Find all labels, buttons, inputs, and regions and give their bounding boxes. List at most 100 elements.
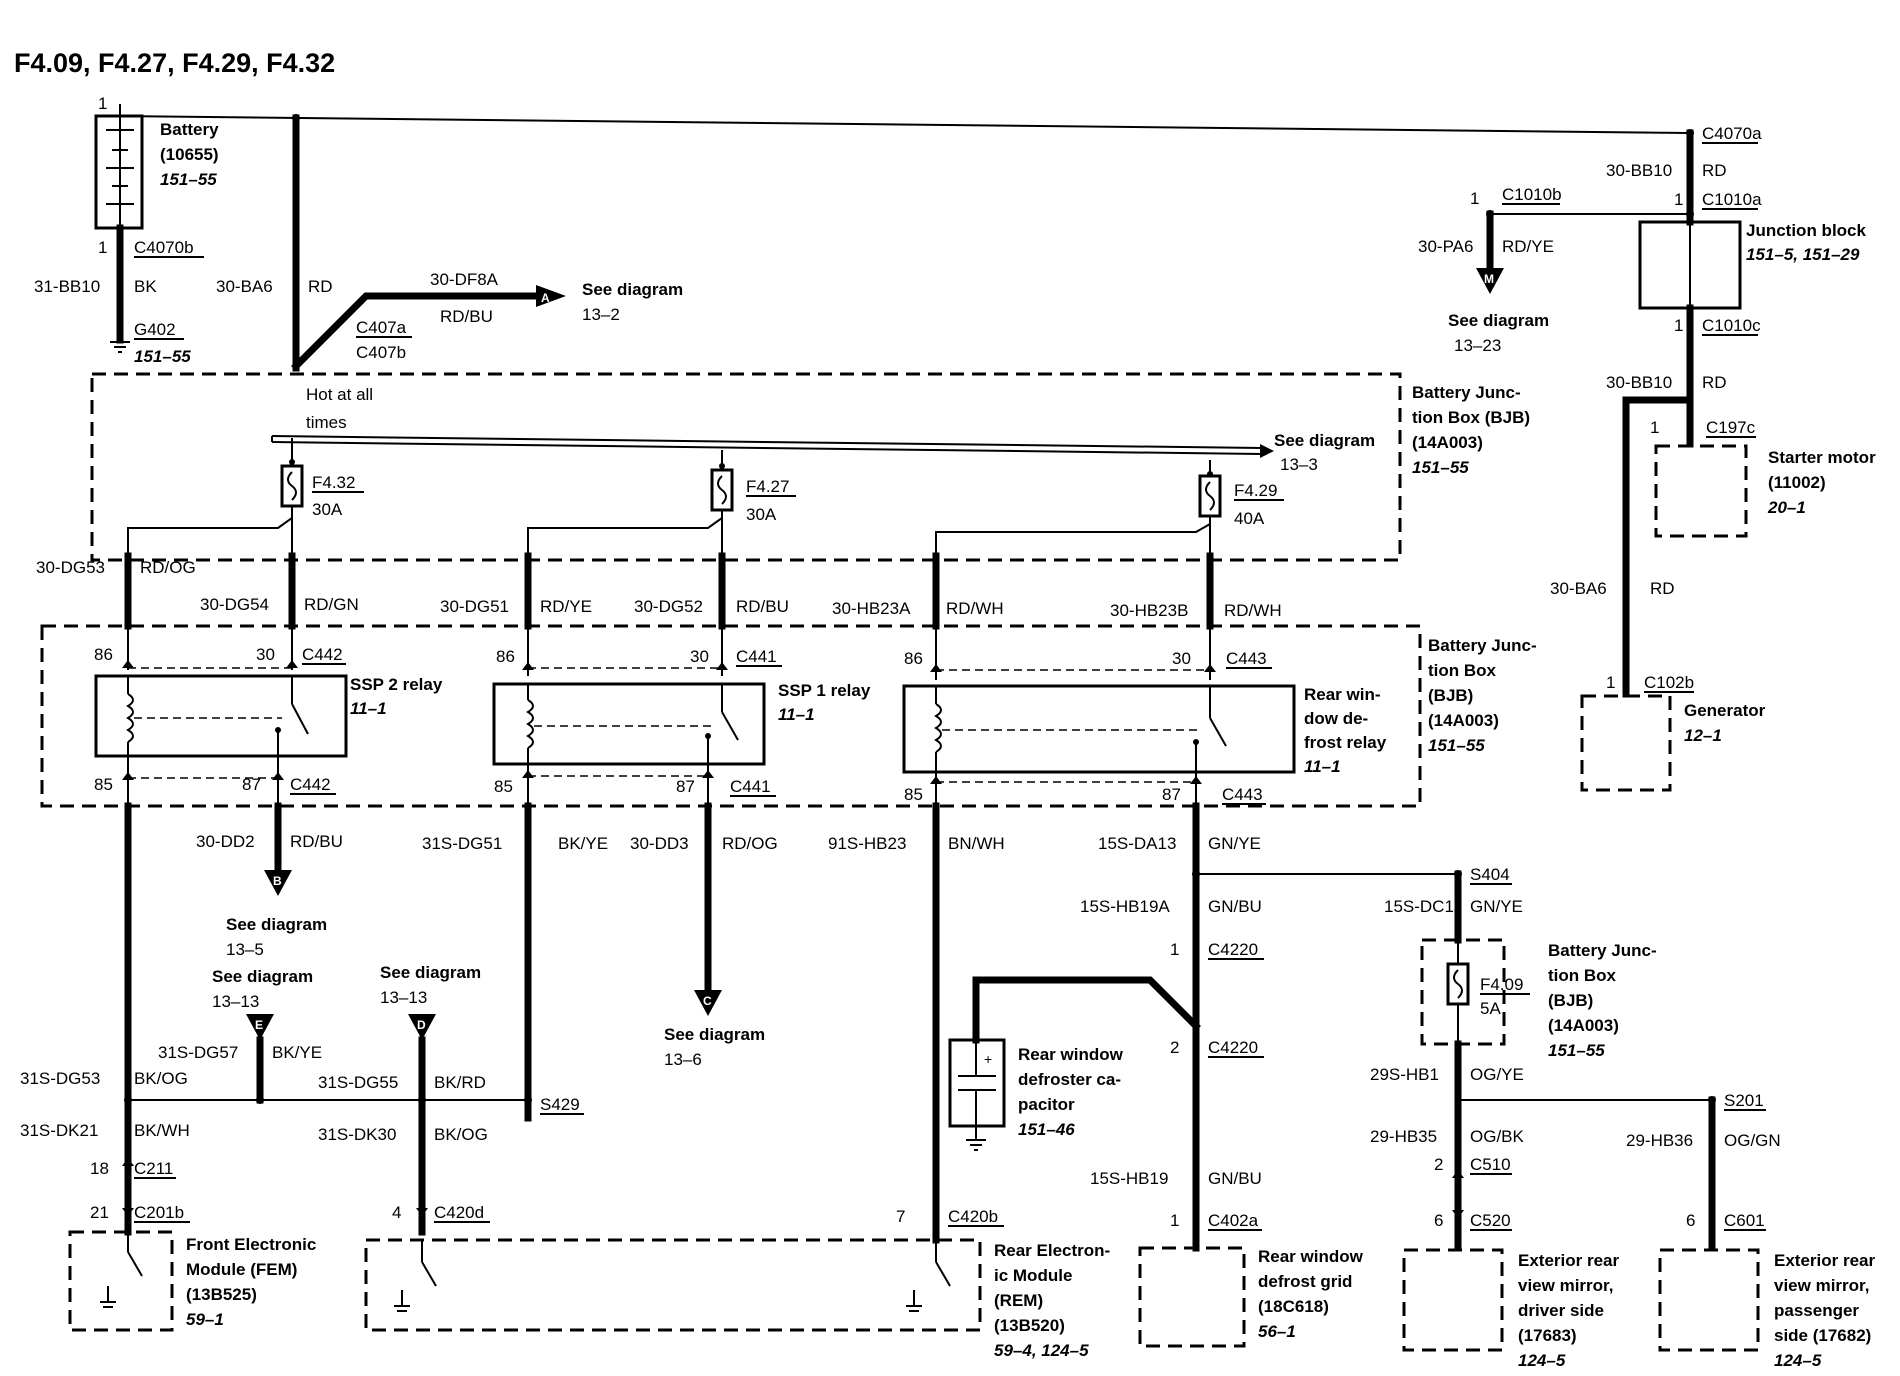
wire-color: RD	[1650, 579, 1675, 598]
wire-circuit: 30-BB10	[1606, 161, 1672, 180]
wire-color: BK/OG	[134, 1069, 188, 1088]
wire-circuit: 30-DG52	[634, 597, 703, 616]
see-diagram-ref: 13–3	[1280, 455, 1318, 474]
battery-name: Battery	[160, 120, 219, 139]
pin-label: 1	[1674, 190, 1683, 209]
connector-label: C407a	[356, 318, 407, 337]
wire-color: RD	[1702, 161, 1727, 180]
ground-icon	[966, 1139, 986, 1151]
connector-label: C197c	[1706, 418, 1756, 437]
bjb-label: Battery Junc-	[1548, 941, 1657, 960]
wire-color: RD/WH	[946, 599, 1004, 618]
wire-circuit: 30-DD3	[630, 834, 689, 853]
connector-label: C402a	[1208, 1211, 1259, 1230]
wire-color: RD/BU	[290, 832, 343, 851]
relay-name: SSP 2 relay	[350, 675, 443, 694]
arrow-letter: D	[417, 1018, 426, 1032]
pin-label: 6	[1686, 1211, 1695, 1230]
bjb-ref: 151–55	[1548, 1041, 1605, 1060]
wire-color: GN/YE	[1208, 834, 1261, 853]
connector-label: C443	[1222, 785, 1263, 804]
wire-circuit: 30-DG54	[200, 595, 269, 614]
wire-color: OG/GN	[1724, 1131, 1781, 1150]
wire-circuit: 29-HB35	[1370, 1127, 1437, 1146]
connector-label: C442	[290, 775, 331, 794]
junction-block-name: Junction block	[1746, 221, 1867, 240]
wire-color: RD/YE	[1502, 237, 1554, 256]
bjb-label: (14A003)	[1548, 1016, 1619, 1035]
starter-ref: 20–1	[1767, 498, 1806, 517]
arrow-m	[1476, 268, 1504, 294]
grid-label: Rear window	[1258, 1247, 1364, 1266]
wire-color: BK/YE	[558, 834, 608, 853]
pin-label: 87	[1162, 785, 1181, 804]
hot-at-all-times-2: times	[306, 413, 347, 432]
relay-ref: 11–1	[778, 705, 815, 724]
splice-label: S429	[540, 1095, 580, 1114]
wire-circuit: 30-DG53	[36, 558, 105, 577]
mirror-ref: 124–5	[1774, 1351, 1822, 1370]
bjb-label: Battery Junc-	[1412, 383, 1521, 402]
pin-label: 86	[904, 649, 923, 668]
bjb-label: (BJB)	[1428, 686, 1473, 705]
pin-label: 6	[1434, 1211, 1443, 1230]
rear-defrost-relay	[902, 626, 1296, 806]
pin-label: 1	[1170, 1211, 1179, 1230]
wire-color: BK/RD	[434, 1073, 486, 1092]
wire-circuit: 31S-DG53	[20, 1069, 100, 1088]
capacitor-symbol: +	[948, 1038, 1006, 1140]
splice-label: S201	[1724, 1091, 1764, 1110]
pin-label: 87	[676, 777, 695, 796]
mirror-label: Exterior rear	[1774, 1251, 1875, 1270]
rem-label: (13B520)	[994, 1316, 1065, 1335]
wire-circuit: 30-DG51	[440, 597, 509, 616]
bjb-label: (14A003)	[1412, 433, 1483, 452]
wire-circuit: 30-BA6	[216, 277, 273, 296]
relay-label: Rear win-	[1304, 685, 1381, 704]
wire-color: BK/OG	[434, 1125, 488, 1144]
switch-symbol	[100, 1232, 143, 1308]
ground-icon	[110, 341, 130, 353]
wire-color: BN/WH	[948, 834, 1005, 853]
wire-circuit: 15S-DC1	[1384, 897, 1454, 916]
wire-color: GN/YE	[1470, 897, 1523, 916]
bjb-label: tion Box (BJB)	[1412, 408, 1530, 427]
wire-circuit: 15S-DA13	[1098, 834, 1176, 853]
bjb-ref: 151–55	[1412, 458, 1469, 477]
wire-circuit: 31S-DG57	[158, 1043, 238, 1062]
pin-label: 30	[1172, 649, 1191, 668]
pin-label: 4	[392, 1203, 401, 1222]
connector-label: C4070b	[134, 238, 194, 257]
hot-at-all-times: Hot at all	[306, 385, 373, 404]
connector-label: C441	[730, 777, 771, 796]
pin-label: 30	[256, 645, 275, 664]
grid-ref: 56–1	[1258, 1322, 1296, 1341]
grid-label: (18C618)	[1258, 1297, 1329, 1316]
connector-label: C601	[1724, 1211, 1765, 1230]
bjb-box-top	[90, 372, 1402, 562]
wire-color: RD/BU	[736, 597, 789, 616]
relay-label: frost relay	[1304, 733, 1387, 752]
wire-circuit: 31S-DK30	[318, 1125, 396, 1144]
connector-label: C211	[134, 1159, 173, 1178]
fuse-rating: 30A	[312, 500, 343, 519]
fem-box	[68, 1230, 174, 1332]
pin-label: 85	[904, 785, 923, 804]
wire-color: BK/WH	[134, 1121, 190, 1140]
ground-ref: 151–55	[134, 347, 191, 366]
junction-block-ref: 151–5, 151–29	[1746, 245, 1860, 264]
diagram-title: F4.09, F4.27, F4.29, F4.32	[14, 48, 335, 78]
arrow-letter: C	[703, 994, 712, 1008]
wire-circuit: 15S-HB19A	[1080, 897, 1170, 916]
fem-label: Module (FEM)	[186, 1260, 297, 1279]
rem-label: Rear Electron-	[994, 1241, 1110, 1260]
see-diagram-ref: 13–6	[664, 1050, 702, 1069]
connector-label: C4220	[1208, 940, 1258, 959]
arrow-e	[246, 1014, 274, 1040]
connector-label: C1010b	[1502, 185, 1562, 204]
wire-circuit: 30-DD2	[196, 832, 255, 851]
see-diagram-label: See diagram	[664, 1025, 765, 1044]
wire-color: GN/BU	[1208, 897, 1262, 916]
arrow-letter: E	[255, 1018, 263, 1032]
